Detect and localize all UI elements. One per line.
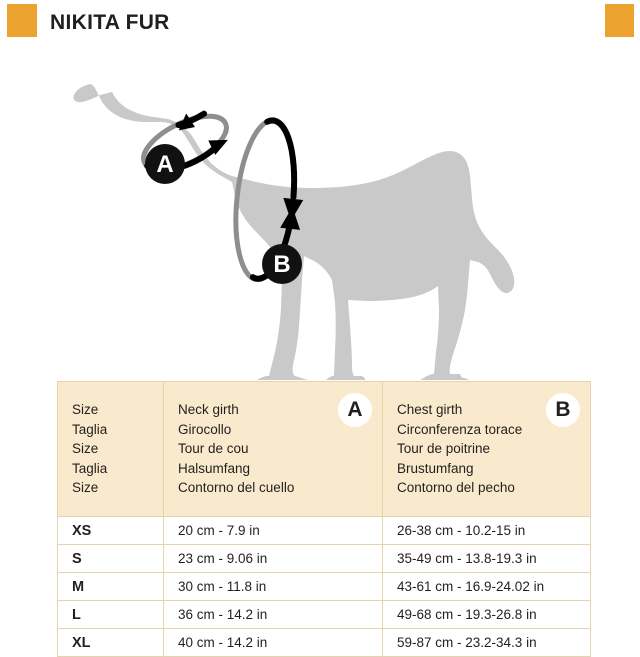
size-table: Size Taglia Size Taglia Size Neck girth … (57, 381, 591, 657)
header-label-neck-2: Tour de cou (178, 441, 249, 457)
table-row: M 30 cm - 11.8 in 43-61 cm - 16.9-24.02 … (57, 572, 591, 601)
cell-chest: 35-49 cm - 13.8-19.3 in (382, 544, 591, 573)
cell-size: XS (57, 516, 164, 545)
cell-chest: 43-61 cm - 16.9-24.02 in (382, 572, 591, 601)
cell-neck: 23 cm - 9.06 in (163, 544, 383, 573)
header-label-size-1: Taglia (72, 421, 108, 437)
marker-b: B (262, 244, 302, 284)
dog-measurement-illustration: A B (60, 40, 530, 380)
header-label-size-0: Size (72, 402, 99, 418)
header-cell-neck: Neck girth Girocollo Tour de cou Halsumf… (163, 381, 383, 517)
header-label-size-4: Size (72, 480, 99, 496)
badge-b: B (546, 393, 580, 427)
cell-neck: 30 cm - 11.8 in (163, 572, 383, 601)
table-row: S 23 cm - 9.06 in 35-49 cm - 13.8-19.3 i… (57, 544, 591, 573)
cell-chest: 49-68 cm - 19.3-26.8 in (382, 600, 591, 629)
cell-size: S (57, 544, 164, 573)
header-label-chest-4: Contorno del pecho (397, 480, 515, 496)
table-row: L 36 cm - 14.2 in 49-68 cm - 19.3-26.8 i… (57, 600, 591, 629)
table-row: XS 20 cm - 7.9 in 26-38 cm - 10.2-15 in (57, 516, 591, 545)
header-label-chest-3: Brustumfang (397, 460, 474, 476)
header-cell-chest: Chest girth Circonferenza torace Tour de… (382, 381, 591, 517)
brand-square-left (7, 4, 37, 37)
marker-b-label: B (273, 251, 290, 278)
marker-a-label: A (156, 151, 173, 178)
header-label-neck-3: Halsumfang (178, 460, 251, 476)
header-label-neck-4: Contorno del cuello (178, 480, 295, 496)
marker-a: A (145, 144, 185, 184)
header-label-chest-0: Chest girth (397, 402, 463, 418)
cell-chest: 26-38 cm - 10.2-15 in (382, 516, 591, 545)
cell-size: L (57, 600, 164, 629)
cell-chest: 59-87 cm - 23.2-34.3 in (382, 628, 591, 657)
header-label-chest-2: Tour de poitrine (397, 441, 491, 457)
cell-neck: 36 cm - 14.2 in (163, 600, 383, 629)
brand-square-right (605, 4, 634, 37)
header-label-neck-1: Girocollo (178, 421, 232, 437)
header-cell-size: Size Taglia Size Taglia Size (57, 381, 164, 517)
table-row: XL 40 cm - 14.2 in 59-87 cm - 23.2-34.3 … (57, 628, 591, 657)
header-label-chest-1: Circonferenza torace (397, 421, 523, 437)
cell-neck: 20 cm - 7.9 in (163, 516, 383, 545)
header-label-size-2: Size (72, 441, 99, 457)
cell-neck: 40 cm - 14.2 in (163, 628, 383, 657)
dog-silhouette (73, 84, 515, 380)
badge-a: A (338, 393, 372, 427)
header-label-size-3: Taglia (72, 460, 108, 476)
table-header-row: Size Taglia Size Taglia Size Neck girth … (57, 381, 591, 517)
size-chart-page: NIKITA FUR (7, 4, 634, 657)
page-title: NIKITA FUR (50, 11, 170, 34)
header-label-neck-0: Neck girth (178, 402, 239, 418)
cell-size: XL (57, 628, 164, 657)
cell-size: M (57, 572, 164, 601)
